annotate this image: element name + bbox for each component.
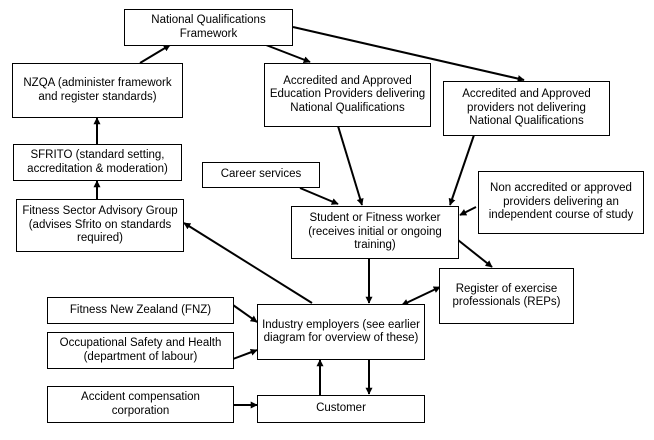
node-accredited-nq-label: Accredited and Approved Education Provid…	[269, 74, 426, 114]
node-student-label: Student or Fitness worker (receives init…	[308, 212, 442, 252]
node-osh: Occupational Safety and Health (departme…	[47, 332, 234, 369]
node-sfrito: SFRITO (standard setting, accreditation …	[13, 144, 182, 181]
node-reps: Register of exercise professionals (REPs…	[439, 268, 574, 324]
arrow-acc-not-nq-to-student	[448, 134, 475, 206]
node-osh-label: Occupational Safety and Health (departme…	[59, 337, 222, 363]
arrow-student-to-reps	[457, 239, 493, 268]
arrow-nqf-to-acc-nq	[265, 44, 311, 63]
node-reps-label: Register of exercise professionals (REPs…	[452, 282, 561, 309]
node-accredited-not-nq-label: Accredited and Approved providers not de…	[462, 88, 591, 128]
arrow-fnz-to-employers	[232, 304, 258, 323]
arrow-nqf-to-acc-not-nq	[292, 26, 525, 83]
node-nzqa: NZQA (administer framework and register …	[12, 63, 183, 118]
arrow-acc-nq-to-student	[337, 125, 364, 206]
node-customer: Customer	[257, 395, 425, 423]
node-fnz: Fitness New Zealand (FNZ)	[47, 297, 234, 324]
arrow-employers-to-reps	[401, 286, 441, 306]
node-accredited-not-nq: Accredited and Approved providers not de…	[443, 81, 610, 136]
node-accredited-nq: Accredited and Approved Education Provid…	[264, 63, 431, 127]
arrow-non-acc-to-student	[459, 206, 477, 216]
node-nqf-label: National Qualifications Framework	[151, 14, 266, 40]
node-nzqa-label: NZQA (administer framework and register …	[23, 77, 172, 103]
node-accident-compensation: Accident compensation corporation	[47, 386, 234, 423]
node-career-services: Career services	[202, 162, 320, 188]
arrow-career-to-student	[299, 187, 339, 205]
node-non-accredited: Non accredited or approved providers del…	[478, 171, 644, 234]
arrow-employers-to-fsag	[183, 222, 313, 304]
arrow-nzqa-to-nqf	[139, 44, 171, 64]
node-non-accredited-label: Non accredited or approved providers del…	[488, 182, 634, 222]
node-sfrito-label: SFRITO (standard setting, accreditation …	[27, 149, 168, 175]
node-industry-employers: Industry employers (see earlier diagram …	[257, 304, 425, 360]
node-accident-compensation-label: Accident compensation corporation	[81, 391, 200, 417]
node-student: Student or Fitness worker (receives init…	[291, 206, 459, 259]
node-fsag-label: Fitness Sector Advisory Group (advises S…	[22, 205, 178, 245]
node-fsag: Fitness Sector Advisory Group (advises S…	[16, 199, 184, 252]
node-career-services-label: Career services	[220, 168, 302, 181]
node-customer-label: Customer	[316, 402, 366, 415]
node-nqf: National Qualifications Framework	[124, 9, 293, 46]
node-industry-employers-label: Industry employers (see earlier diagram …	[262, 318, 420, 345]
node-fnz-label: Fitness New Zealand (FNZ)	[69, 303, 212, 316]
arrow-osh-to-employers	[232, 348, 258, 360]
